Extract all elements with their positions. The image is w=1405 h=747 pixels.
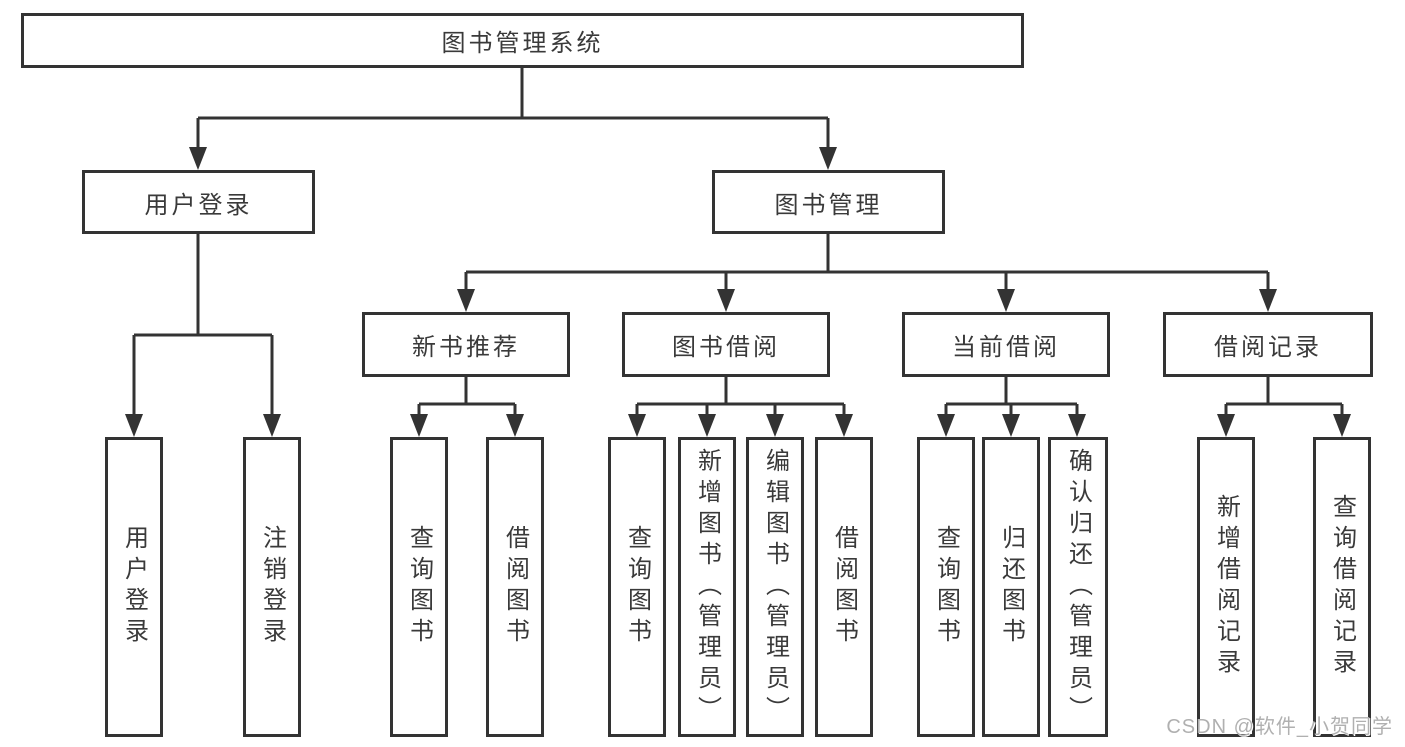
node-book-borrow: 图书借阅 — [622, 312, 830, 377]
leaf-query-books-current: 查询图书 — [917, 437, 975, 737]
csdn-watermark: CSDN @软件_小贺同学 — [1166, 716, 1393, 738]
leaf-edit-books-admin: 编辑图书（管理员） — [746, 437, 804, 737]
leaf-return-books: 归还图书 — [982, 437, 1040, 737]
node-library-management-system: 图书管理系统 — [21, 13, 1024, 68]
node-borrow-record: 借阅记录 — [1163, 312, 1373, 377]
leaf-borrow-books-recommend: 借阅图书 — [486, 437, 544, 737]
leaf-add-books-admin: 新增图书（管理员） — [678, 437, 736, 737]
node-new-book-recommend: 新书推荐 — [362, 312, 570, 377]
leaf-query-books-borrow: 查询图书 — [608, 437, 666, 737]
node-book-management: 图书管理 — [712, 170, 945, 234]
leaf-logout: 注销登录 — [243, 437, 301, 737]
leaf-query-borrow-record: 查询借阅记录 — [1313, 437, 1371, 737]
leaf-borrow-books: 借阅图书 — [815, 437, 873, 737]
node-user-login: 用户登录 — [82, 170, 315, 234]
leaf-query-books-recommend: 查询图书 — [390, 437, 448, 737]
node-current-borrow: 当前借阅 — [902, 312, 1110, 377]
leaf-add-borrow-record: 新增借阅记录 — [1197, 437, 1255, 737]
arrowheads — [125, 147, 1351, 437]
leaf-user-login: 用户登录 — [105, 437, 163, 737]
leaf-confirm-return-admin: 确认归还（管理员） — [1048, 437, 1108, 737]
